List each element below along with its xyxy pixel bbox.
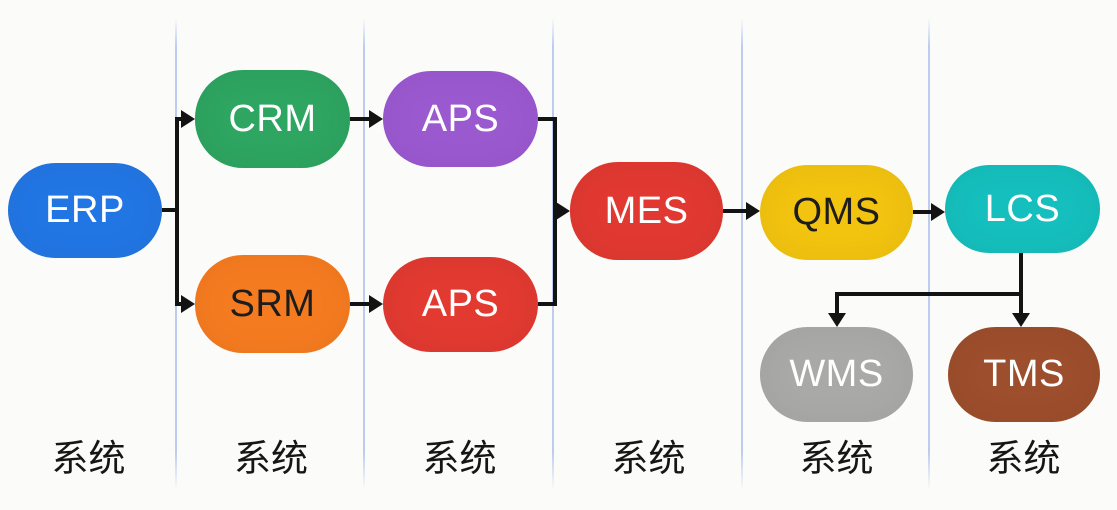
node-mes: MES <box>570 162 723 260</box>
edge-crm-aps <box>350 117 371 121</box>
node-label: LCS <box>984 187 1061 230</box>
edge-aps-mes <box>553 209 558 213</box>
node-aps-top: APS <box>383 71 538 167</box>
edge-srm-aps <box>350 302 371 306</box>
arrowhead-icon <box>181 295 195 313</box>
edge-erp-out <box>162 208 179 212</box>
column-label-3: 系统 <box>422 438 497 479</box>
node-wms: WMS <box>760 327 913 422</box>
edge-lcs-branch-horizontal <box>835 292 1023 296</box>
node-label: CRM <box>228 97 317 140</box>
arrowhead-icon <box>369 110 383 128</box>
node-qms: QMS <box>760 165 913 260</box>
edge-lcs-tms <box>1019 294 1023 314</box>
node-aps-bottom: APS <box>383 257 538 352</box>
node-label: MES <box>604 189 689 232</box>
node-label: QMS <box>792 191 881 233</box>
arrowhead-icon <box>828 313 846 327</box>
edge-mes-qms <box>723 209 748 213</box>
node-lcs: LCS <box>945 165 1100 253</box>
arrowhead-icon <box>181 110 195 128</box>
arrowhead-icon <box>746 202 760 220</box>
edge-aps-bottom-out <box>538 302 557 306</box>
edge-qms-lcs <box>913 210 933 214</box>
node-srm: SRM <box>195 255 350 353</box>
column-divider <box>363 18 365 490</box>
node-label: APS <box>421 97 500 140</box>
column-label-6: 系统 <box>986 438 1061 479</box>
arrowhead-icon <box>556 202 570 220</box>
node-label: APS <box>421 283 500 325</box>
node-label: ERP <box>45 189 125 231</box>
node-erp: ERP <box>8 163 162 258</box>
node-label: TMS <box>983 353 1065 395</box>
edge-aps-top-out <box>538 117 557 121</box>
arrowhead-icon <box>931 203 945 221</box>
column-label-1: 系统 <box>51 438 126 479</box>
column-divider <box>928 18 930 490</box>
column-label-5: 系统 <box>799 438 874 479</box>
arrowhead-icon <box>369 295 383 313</box>
column-label-4: 系统 <box>611 438 686 479</box>
column-label-2: 系统 <box>234 438 308 479</box>
node-label: SRM <box>229 282 316 325</box>
node-tms: TMS <box>948 327 1100 422</box>
arrowhead-icon <box>1012 313 1030 327</box>
node-crm: CRM <box>195 70 350 168</box>
node-label: WMS <box>789 353 884 395</box>
edge-lcs-wms <box>835 294 839 314</box>
column-divider <box>741 18 743 490</box>
edge-lcs-down-vertical <box>1019 253 1023 296</box>
edge-erp-split-vertical <box>175 117 179 306</box>
